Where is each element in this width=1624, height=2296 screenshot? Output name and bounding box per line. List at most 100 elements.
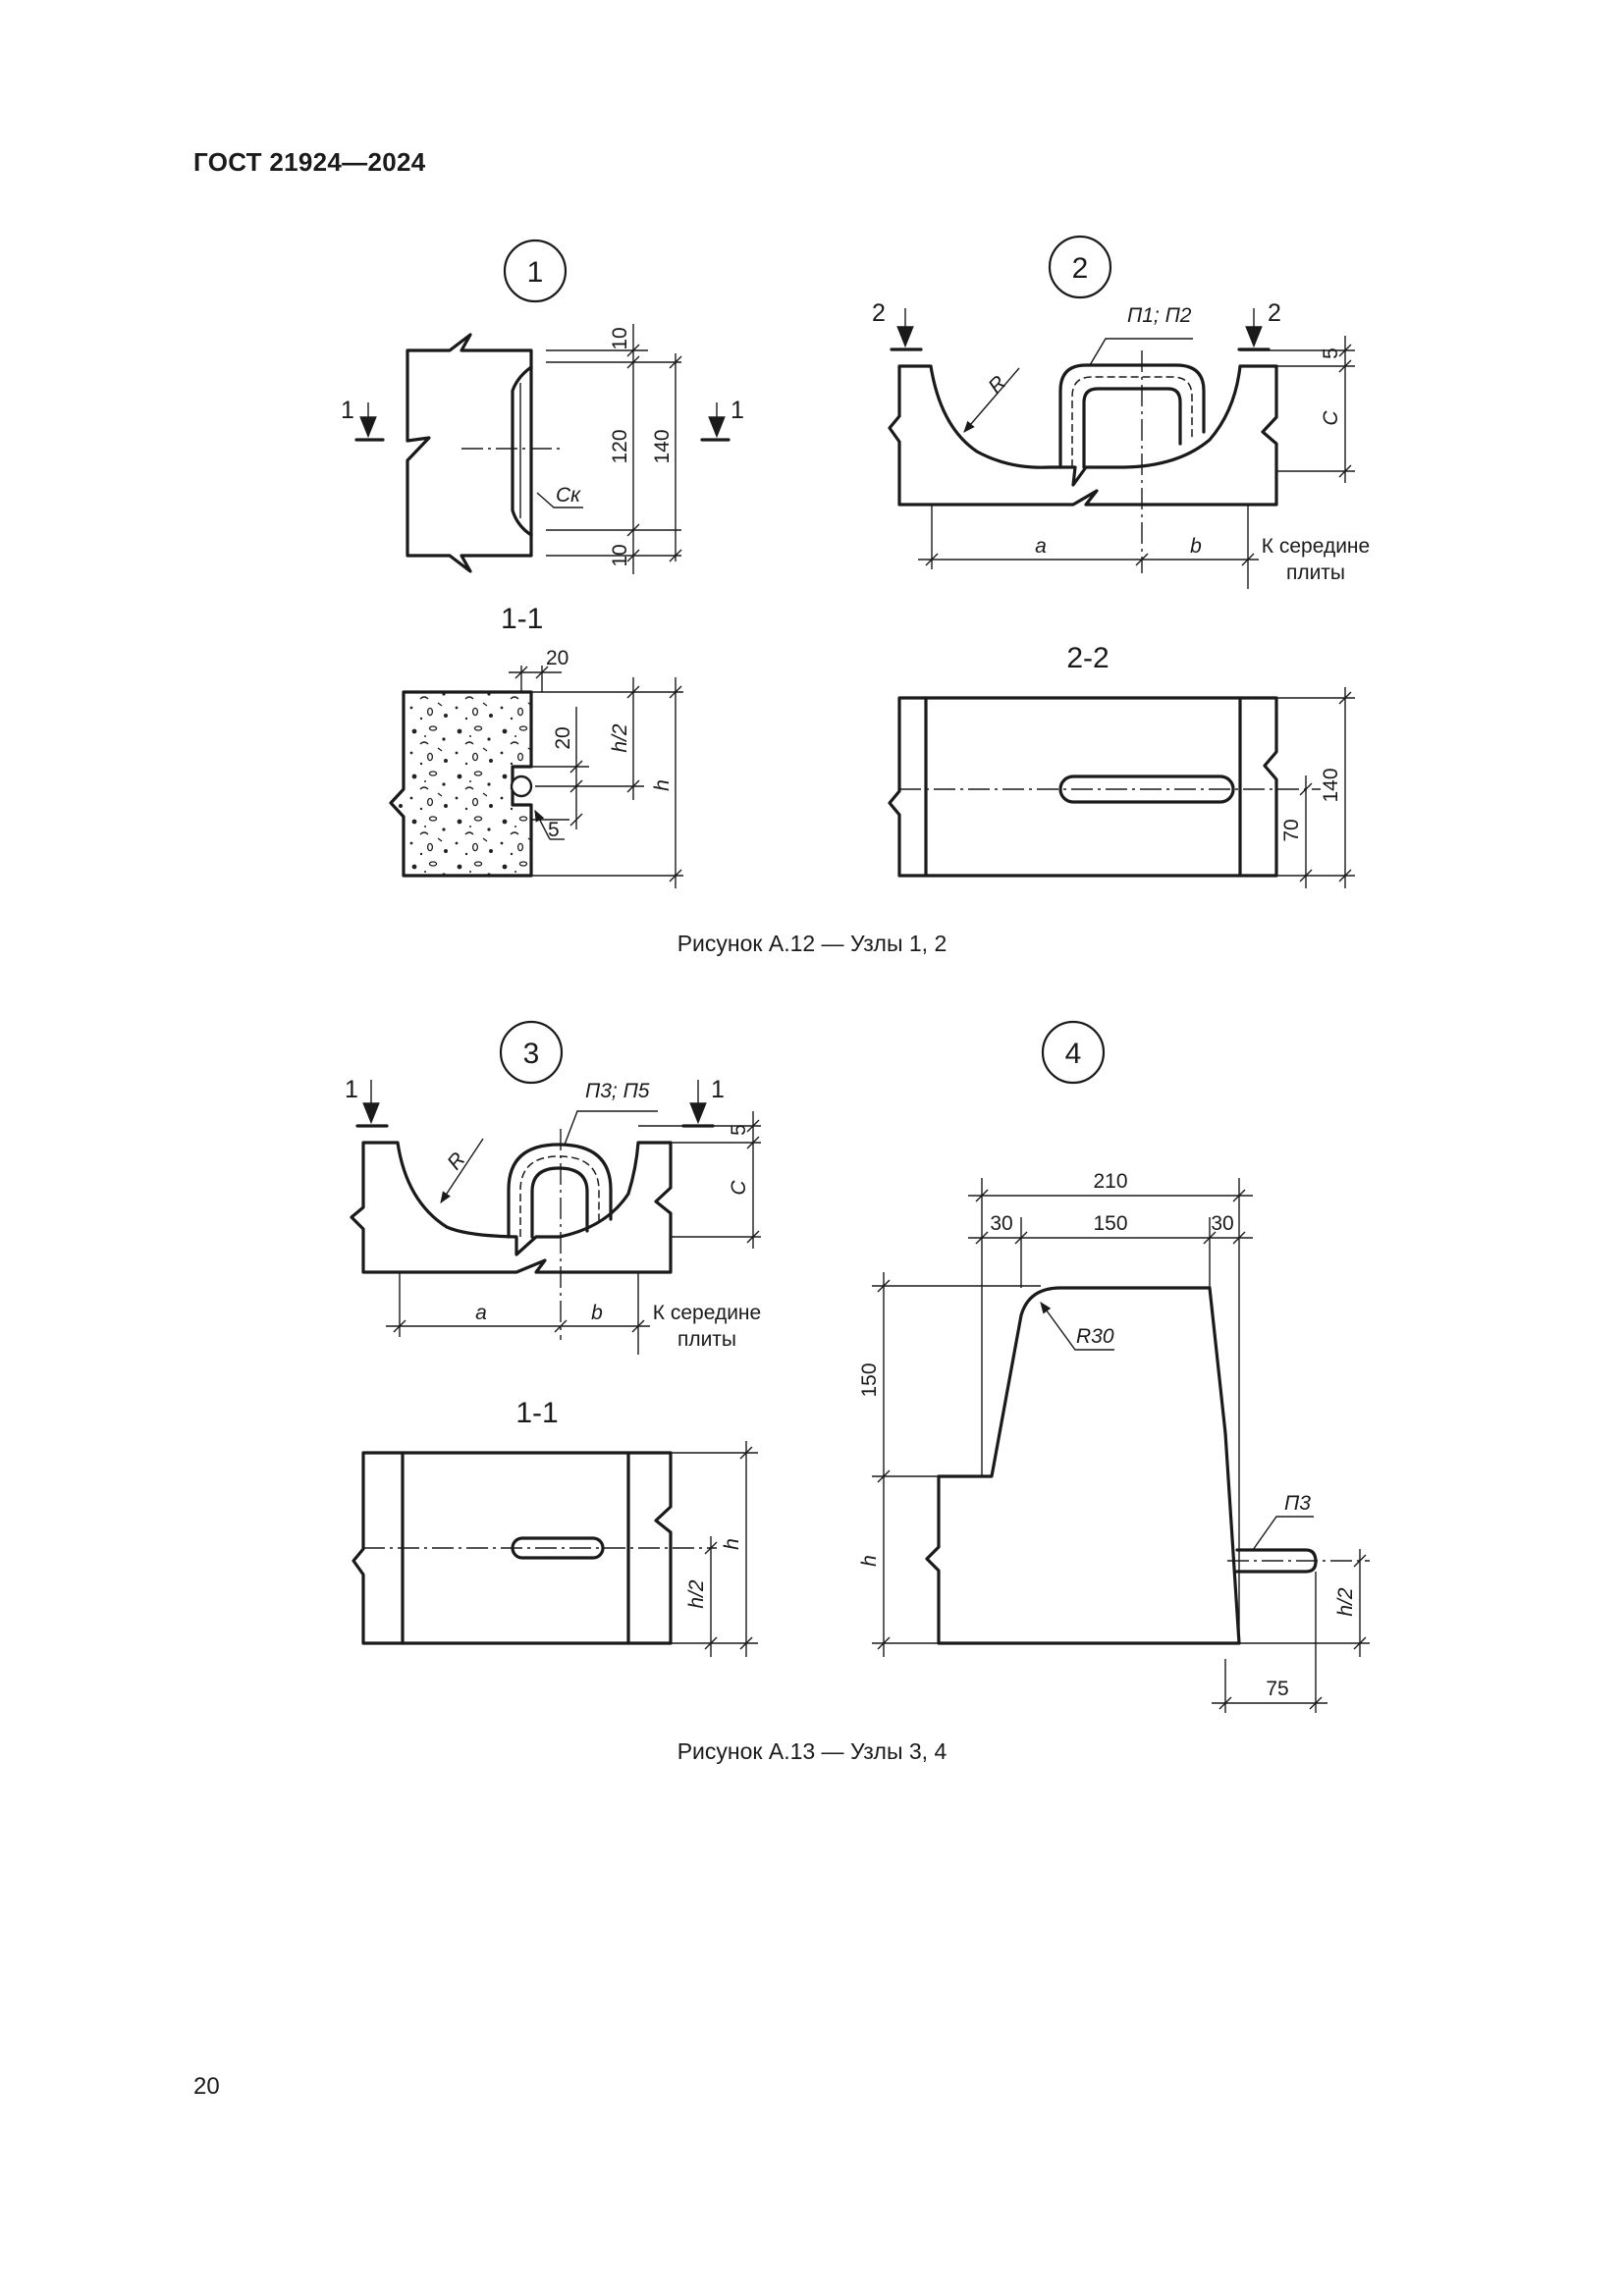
label-r: R <box>443 1148 469 1174</box>
dim-h2: h/2 <box>1334 1587 1357 1617</box>
dim-20-top: 20 <box>546 647 568 669</box>
node-4-dim-h <box>968 1195 1253 1239</box>
cut-label-right: 1 <box>731 397 744 424</box>
dim-h: h <box>651 779 674 791</box>
node-4-ext-v <box>981 1178 1240 1643</box>
dim-b: b <box>1190 535 1202 558</box>
node-2: 2 2 2 П1; П2 R 5 C a b К середине плиты <box>872 235 1370 589</box>
section-2-2-outline <box>888 696 1278 878</box>
dim-20-ext <box>520 666 543 692</box>
label-p3: П3 <box>1284 1492 1311 1515</box>
page-number: 20 <box>193 2073 220 2100</box>
node-2-ext-lines <box>1240 349 1355 472</box>
node-3-loop-inner <box>530 1166 589 1239</box>
section-title: 2-2 <box>1066 642 1109 674</box>
label-r: R <box>984 372 1010 399</box>
dim-c: C <box>1320 410 1342 426</box>
node-4-marker-circle <box>1041 1020 1106 1085</box>
node-4-bar <box>1235 1548 1318 1574</box>
node-1-extension-lines <box>546 349 681 557</box>
label-p1p2: П1; П2 <box>1127 304 1192 327</box>
node-2-marker: 2 <box>1072 252 1089 285</box>
section-2-2-dim-lines <box>1305 687 1346 888</box>
node-1-marker-circle <box>503 239 568 303</box>
dim-5-arrow <box>534 809 551 840</box>
dim-h: h <box>858 1555 881 1567</box>
dim-140: 140 <box>651 429 674 463</box>
dim-a: a <box>475 1302 487 1324</box>
node-2-ext-lines-h <box>931 505 1249 589</box>
dim-30-left: 30 <box>990 1212 1012 1235</box>
node-2-loop-inner <box>1082 387 1182 469</box>
node-1-marker: 1 <box>527 256 544 289</box>
dim-h2: h/2 <box>609 723 631 753</box>
dim-75: 75 <box>1266 1678 1288 1700</box>
node-4-dim-h2-ticks <box>1353 1554 1367 1650</box>
node-1-dim-ticks <box>626 344 682 562</box>
section-title: 1-1 <box>515 1397 558 1429</box>
section-2-2-dim-ticks <box>1299 691 1352 882</box>
node-1: 1 1 1 10 120 140 10 Ск <box>341 239 744 574</box>
cut-label-3-right: 1 <box>711 1076 725 1103</box>
dim-150-top: 150 <box>1093 1212 1127 1235</box>
leader-r30 <box>1040 1302 1114 1351</box>
node-3-marker-circle <box>499 1020 564 1085</box>
node-3-dim-v-ticks <box>746 1119 760 1244</box>
node-4-dim-h-ticks <box>975 1189 1246 1245</box>
dim-5: 5 <box>728 1124 750 1136</box>
page-header: ГОСТ 21924—2024 <box>193 147 426 177</box>
section-node3-ext <box>671 1452 758 1644</box>
node-3-loop-centerline <box>519 1155 600 1237</box>
node-3-dim-h-ticks <box>393 1319 645 1333</box>
leader-ck <box>536 492 583 508</box>
dim-150-left: 150 <box>858 1362 881 1397</box>
node-3-loop-outer <box>507 1143 613 1239</box>
node-4-marker: 4 <box>1065 1038 1082 1070</box>
dim-120: 120 <box>609 429 631 463</box>
node-2-marker-circle <box>1048 235 1112 299</box>
dim-5: 5 <box>1320 347 1342 359</box>
section-ext-lines <box>531 691 683 877</box>
cut-label-2-right: 2 <box>1268 299 1281 327</box>
section-node3-dim-lines <box>710 1441 747 1657</box>
node-1-outline <box>406 333 533 573</box>
node-2-dim-h-ticks <box>925 553 1255 566</box>
note-to-middle-2: плиты <box>1286 561 1345 584</box>
dim-a: a <box>1035 535 1047 558</box>
radius-r-arrow <box>440 1138 484 1204</box>
label-p3p5: П3; П5 <box>585 1080 650 1102</box>
figure-a12-caption: Рисунок А.12 — Узлы 1, 2 <box>677 931 947 956</box>
node-3: 3 1 1 П3; П5 R 5 C a b К середине плиты <box>345 1020 761 1355</box>
dim-c: C <box>728 1180 750 1196</box>
section-2-2-ext-lines <box>1276 697 1355 877</box>
cut-label-left: 1 <box>341 397 354 424</box>
node-2-loop-outer <box>1058 363 1206 469</box>
leader-p3p5 <box>564 1110 658 1146</box>
dim-10-bottom: 10 <box>609 544 631 566</box>
cut-label-2-left: 2 <box>872 299 886 327</box>
dim-10-top: 10 <box>609 327 631 349</box>
concrete-section <box>389 690 533 878</box>
dim-h: h <box>721 1538 743 1550</box>
section-dim-lines <box>575 677 677 888</box>
node-3-ext-lines <box>638 1125 761 1238</box>
node-2-loop-centerline <box>1071 376 1193 467</box>
cut-label-3-left: 1 <box>345 1076 358 1103</box>
leader-p3 <box>1252 1516 1314 1551</box>
note-to-middle-1: К середине <box>1262 535 1370 558</box>
section-2-2-slot <box>1058 774 1235 804</box>
label-r30: R30 <box>1076 1325 1114 1348</box>
dim-20-vertical: 20 <box>552 726 574 749</box>
section-node3-ticks <box>704 1446 753 1650</box>
dim-5: 5 <box>548 819 560 841</box>
section-rebar-circle <box>510 774 533 798</box>
dim-140: 140 <box>1320 768 1342 802</box>
node-1-groove <box>511 365 533 537</box>
node-4-dim-75-ticks <box>1218 1696 1323 1710</box>
figure-a13-caption: Рисунок А.13 — Узлы 3, 4 <box>677 1738 947 1764</box>
dim-h2: h/2 <box>685 1579 708 1609</box>
section-2-2-edges <box>924 696 1242 878</box>
node-3-outline <box>350 1141 673 1274</box>
node-3-marker: 3 <box>523 1038 540 1070</box>
dim-70: 70 <box>1280 819 1303 841</box>
